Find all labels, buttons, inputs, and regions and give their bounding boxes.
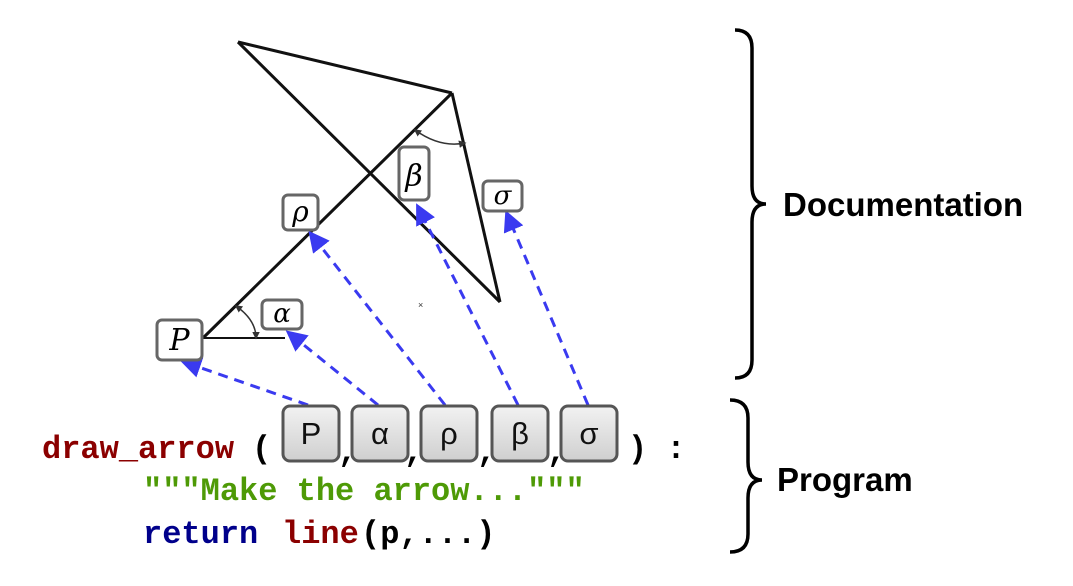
link-alpha	[285, 330, 379, 407]
return-call: line	[282, 516, 359, 553]
doc-label-P-text: P	[168, 323, 190, 358]
beta-angle-arc	[413, 129, 467, 148]
doc-label-rho-text: ρ	[291, 195, 309, 228]
dashed-links	[180, 203, 590, 407]
doc-label-sigma: σ	[481, 179, 524, 213]
param-key-sigma[interactable]: σ	[559, 404, 619, 463]
doc-label-alpha-text: α	[273, 299, 291, 329]
link-beta	[416, 203, 520, 406]
param-key-beta[interactable]: β	[490, 404, 550, 463]
program-label: Program	[777, 461, 913, 498]
doc-label-beta: β	[397, 145, 431, 202]
center-marker: ×	[418, 300, 423, 310]
open-paren: (	[252, 431, 271, 468]
link-rho	[308, 230, 447, 406]
close-paren-colon: ) :	[628, 431, 686, 468]
arrow-head-left-edge	[237, 40, 453, 95]
arrow-head-back-edge	[236, 40, 502, 304]
arrow-figure	[201, 40, 502, 340]
param-key-beta-label: β	[511, 416, 529, 451]
function-name: draw_arrow	[42, 431, 235, 468]
param-key-P[interactable]: P	[281, 404, 341, 463]
return-args: (p,...)	[361, 516, 495, 553]
arrow-shaft	[201, 91, 454, 340]
link-sigma	[503, 210, 590, 406]
link-P	[180, 357, 309, 407]
alpha-angle-arc	[234, 305, 260, 340]
arrow-head-right-edge	[450, 92, 502, 303]
documentation-label: Documentation	[783, 186, 1023, 223]
param-key-rho-label: ρ	[440, 416, 458, 451]
return-keyword: return	[143, 516, 258, 553]
param-key-alpha[interactable]: α	[350, 404, 410, 463]
docstring: """Make the arrow..."""	[143, 473, 585, 510]
param-key-sigma-label: σ	[579, 416, 598, 451]
doc-label-P: P	[155, 318, 204, 362]
documentation-brace	[734, 28, 767, 380]
doc-label-alpha: α	[260, 298, 304, 331]
doc-label-sigma-text: σ	[494, 181, 513, 211]
doc-label-rho: ρ	[281, 193, 320, 232]
param-key-alpha-label: α	[371, 416, 389, 451]
program-brace	[729, 398, 763, 554]
doc-label-beta-text: β	[404, 159, 422, 194]
param-key-P-label: P	[301, 416, 322, 451]
param-key-rho[interactable]: ρ	[419, 404, 479, 463]
